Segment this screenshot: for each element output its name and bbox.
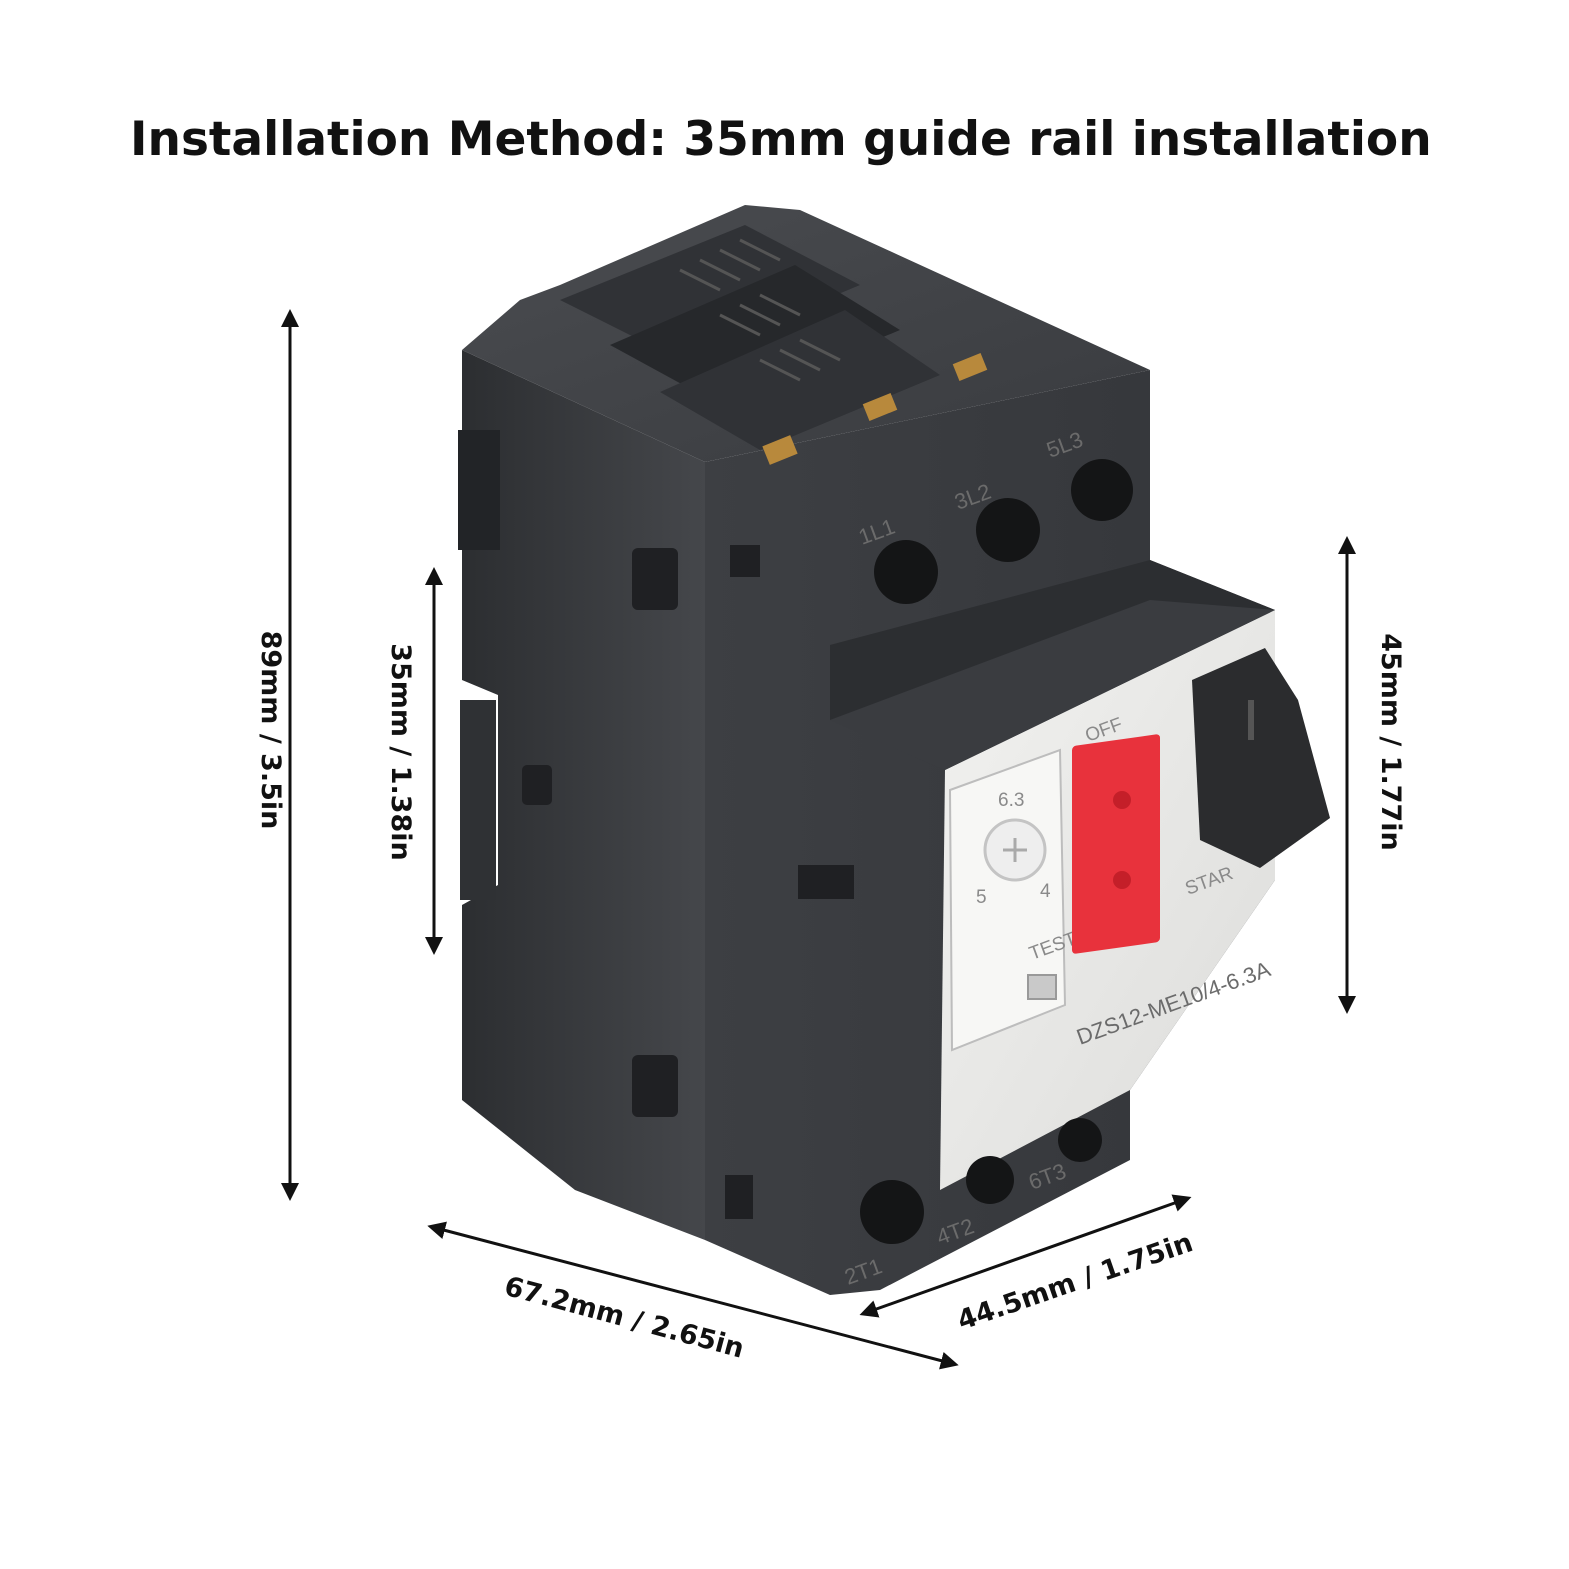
- terminal-hole-2: [860, 1180, 924, 1244]
- dimension-rail-label: 35mm / 1.38in: [385, 643, 416, 861]
- dimension-front: 45mm / 1.77in: [1338, 536, 1406, 1014]
- terminal-hole-6: [1058, 1118, 1102, 1162]
- test-slider: [1027, 974, 1057, 1000]
- top-terminal-blocks: [560, 225, 988, 465]
- start-knob-mark: [1248, 700, 1254, 740]
- dimension-width-label: 44.5mm / 1.75in: [954, 1227, 1197, 1337]
- rail-clip-top: [458, 430, 500, 550]
- circuit-breaker: 1L1 3L2 5L3 6.3 5 4 TEST OFF STAR: [458, 205, 1330, 1295]
- off-button-indicator-low: [1113, 871, 1131, 889]
- rail-clip-mid: [460, 700, 496, 900]
- dimension-height: 89mm / 3.5in: [255, 309, 299, 1201]
- dimension-length-label: 67.2mm / 2.65in: [501, 1271, 747, 1365]
- off-button: [1072, 734, 1160, 954]
- dial-scale-left: 5: [976, 887, 987, 908]
- terminal-hole-5: [1071, 459, 1133, 521]
- brass-contact-2: [862, 393, 898, 421]
- off-button-indicator: [1113, 791, 1131, 809]
- brass-contact-1: [762, 435, 798, 465]
- front-slot-2: [798, 865, 854, 899]
- dial-scale-top: 6.3: [998, 790, 1024, 811]
- headline: Installation Method: 35mm guide rail ins…: [130, 112, 1432, 167]
- front-slot-1: [730, 545, 760, 577]
- dimension-front-label: 45mm / 1.77in: [1375, 633, 1406, 851]
- side-clip-lower: [632, 1055, 678, 1117]
- dial-scale-right: 4: [1040, 881, 1051, 902]
- dimension-rail: 35mm / 1.38in: [385, 567, 443, 955]
- terminal-hole-1: [874, 540, 938, 604]
- terminal-hole-4: [966, 1156, 1014, 1204]
- terminal-hole-3: [976, 498, 1040, 562]
- side-clip-upper: [632, 548, 678, 610]
- front-slot-3: [725, 1175, 753, 1219]
- brass-contact-3: [952, 353, 988, 381]
- panel-top-face: [830, 600, 1275, 770]
- side-clip-center: [522, 765, 552, 805]
- dimension-height-label: 89mm / 3.5in: [255, 631, 286, 830]
- start-knob: [1192, 648, 1330, 868]
